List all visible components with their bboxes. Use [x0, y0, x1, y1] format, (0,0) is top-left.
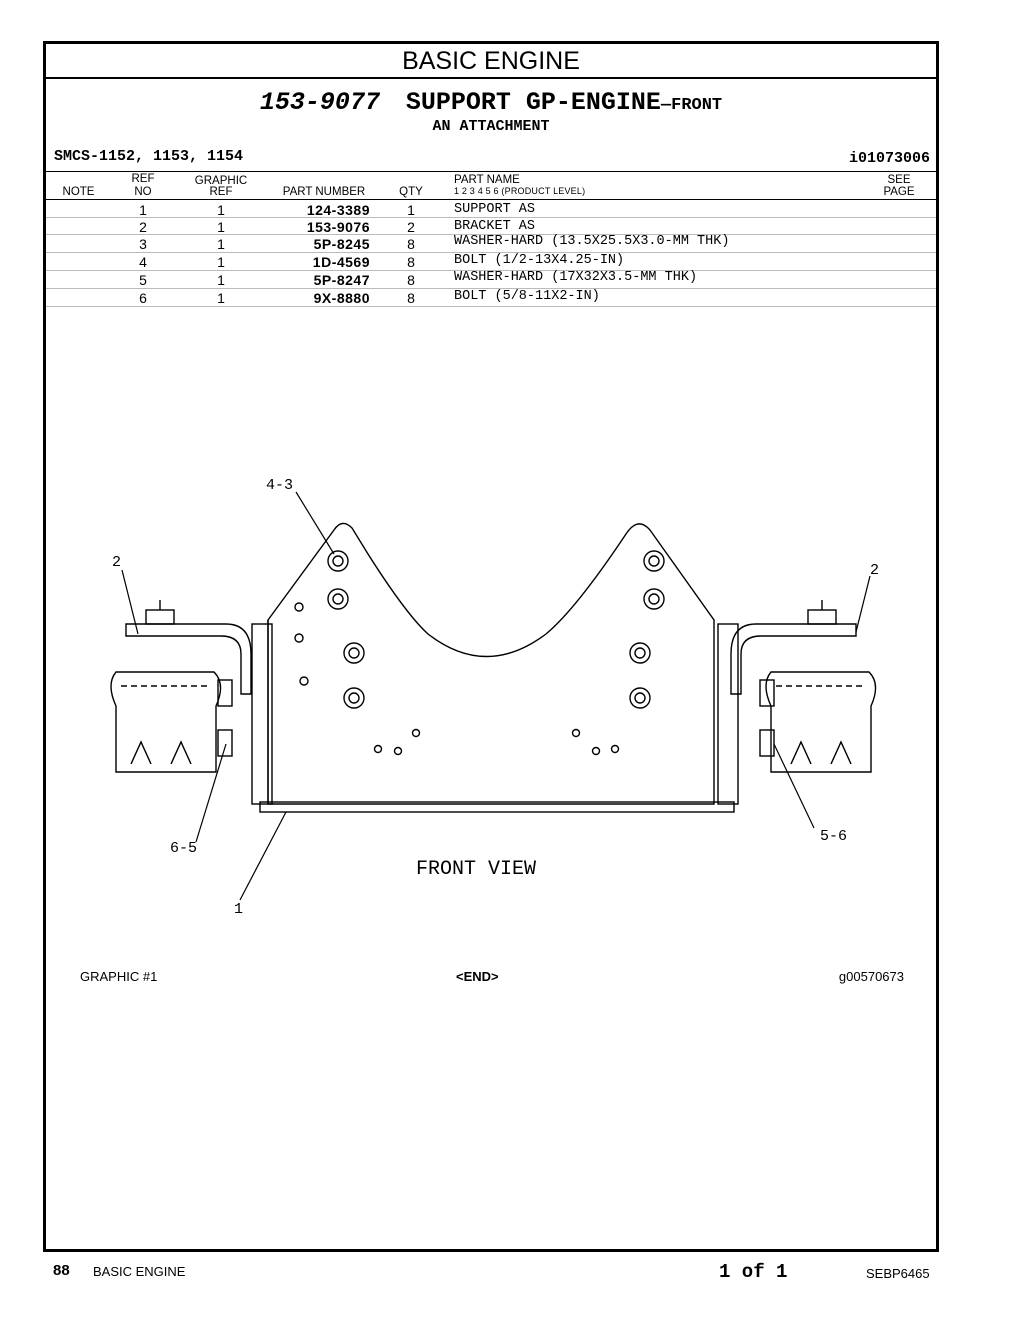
row-ref: 6 — [139, 290, 147, 306]
group-subtitle: AN ATTACHMENT — [432, 118, 550, 135]
header-part-number: PART NUMBER — [282, 186, 366, 198]
bolt-heads — [327, 550, 665, 709]
right-bracket — [730, 600, 877, 773]
row-divider — [46, 252, 936, 253]
row-qty: 1 — [407, 202, 415, 218]
row-divider — [46, 234, 936, 235]
table-header-bottom-rule — [46, 199, 936, 200]
header-ref-bottom: NO — [134, 186, 152, 198]
callout-2-right: 2 — [870, 562, 879, 579]
header-part-name: PART NAME — [454, 174, 520, 186]
page-number: 88 — [53, 1262, 70, 1279]
row-part-name: BRACKET AS — [454, 219, 536, 234]
row-ref: 4 — [139, 254, 147, 270]
footer-section: BASIC ENGINE — [93, 1264, 186, 1279]
header-graphic-top: GRAPHIC — [194, 175, 248, 187]
row-part-name: BOLT (1/2-13X4.25-IN) — [454, 253, 625, 268]
page-frame: BASIC ENGINE 153-9077 SUPPORT GP-ENGINE—F… — [43, 41, 939, 1252]
header-note: NOTE — [62, 186, 95, 198]
row-divider — [46, 288, 936, 289]
row-ref: 3 — [139, 236, 147, 252]
publication-number: SEBP6465 — [866, 1266, 930, 1281]
graphic-caption: GRAPHIC #1 — [80, 969, 158, 984]
row-qty: 8 — [407, 254, 415, 270]
view-label: FRONT VIEW — [416, 858, 536, 881]
illustration-id: i01073006 — [848, 150, 930, 167]
graphic-id: g00570673 — [838, 969, 904, 984]
group-name: SUPPORT GP-ENGINE — [405, 88, 661, 117]
end-marker: <END> — [456, 969, 499, 984]
row-graphic: 1 — [217, 202, 225, 218]
row-part-number: 5P-8245 — [313, 236, 370, 252]
row-graphic: 1 — [217, 254, 225, 270]
section-title: BASIC ENGINE — [46, 44, 936, 79]
header-qty: QTY — [399, 186, 423, 198]
group-number: 153-9077 — [259, 88, 380, 117]
small-holes — [294, 602, 620, 756]
row-divider — [46, 306, 936, 307]
row-part-name: WASHER-HARD (17X32X3.5-MM THK) — [454, 270, 698, 285]
header-product-level: 1 2 3 4 5 6 (PRODUCT LEVEL) — [454, 186, 586, 196]
table-header-top-rule — [46, 171, 936, 172]
header-see-bottom: PAGE — [883, 186, 915, 198]
leader-lines — [121, 491, 871, 901]
row-part-number: 5P-8247 — [313, 272, 370, 288]
row-part-number: 1D-4569 — [312, 254, 370, 270]
row-part-number: 153-9076 — [306, 219, 370, 235]
page-of: 1 of 1 — [719, 1261, 788, 1283]
row-part-name: SUPPORT AS — [454, 202, 536, 217]
row-part-number: 124-3389 — [306, 202, 370, 218]
right-side-plate — [717, 623, 739, 805]
callout-4-3: 4-3 — [266, 477, 293, 494]
left-bracket — [110, 600, 252, 773]
group-suffix: —FRONT — [660, 96, 723, 115]
row-part-name: WASHER-HARD (13.5X25.5X3.0-MM THK) — [454, 234, 730, 249]
callout-6-5: 6-5 — [170, 840, 197, 857]
row-divider — [46, 270, 936, 271]
row-qty: 2 — [407, 219, 415, 235]
row-graphic: 1 — [217, 290, 225, 306]
smcs-codes: SMCS-1152, 1153, 1154 — [54, 148, 244, 165]
row-qty: 8 — [407, 290, 415, 306]
row-graphic: 1 — [217, 272, 225, 288]
header-ref-top: REF — [131, 173, 155, 185]
group-heading: 153-9077 SUPPORT GP-ENGINE—FRONT — [46, 88, 936, 117]
left-side-plate — [251, 623, 273, 805]
row-qty: 8 — [407, 236, 415, 252]
callout-2-left: 2 — [112, 554, 121, 571]
row-part-name: BOLT (5/8-11X2-IN) — [454, 289, 600, 304]
header-graphic-bottom: REF — [209, 186, 233, 198]
row-graphic: 1 — [217, 236, 225, 252]
support-plate-outline — [267, 522, 715, 805]
base-plate — [259, 801, 735, 813]
row-ref: 5 — [139, 272, 147, 288]
header-see-top: SEE — [887, 174, 911, 186]
callout-1: 1 — [234, 901, 243, 918]
front-view-drawing: 4-3 2 2 6-5 5-6 1 FRONT VIEW — [110, 477, 879, 918]
row-divider — [46, 217, 936, 218]
row-part-number: 9X-8880 — [313, 290, 370, 306]
row-ref: 2 — [139, 219, 147, 235]
row-graphic: 1 — [217, 219, 225, 235]
row-ref: 1 — [139, 202, 147, 218]
callout-5-6: 5-6 — [820, 828, 847, 845]
row-qty: 8 — [407, 272, 415, 288]
